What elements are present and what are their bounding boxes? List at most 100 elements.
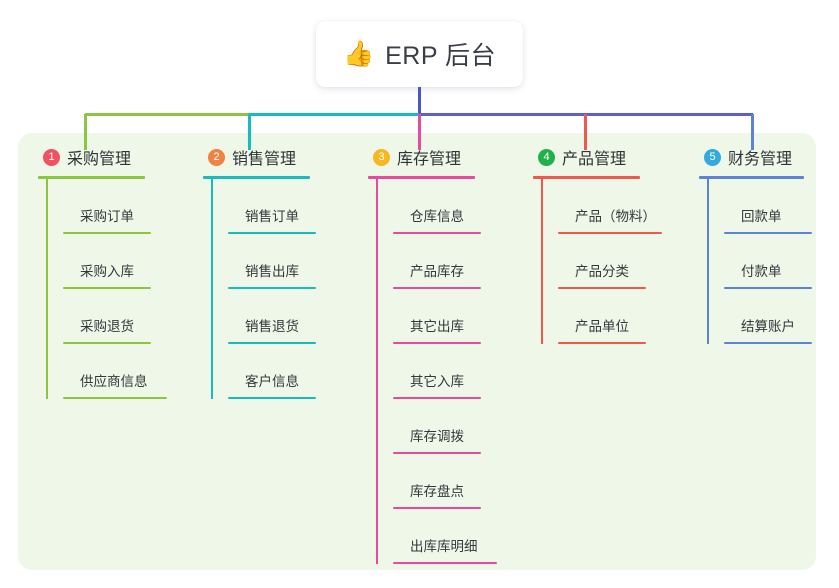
branch-item[interactable]: 出库库明细 (385, 509, 528, 564)
branch-number-badge: 2 (208, 148, 225, 166)
branch-item[interactable]: 产品库存 (385, 234, 528, 289)
branch-header-rule (699, 176, 804, 179)
branches-panel (18, 133, 816, 570)
branch-number-badge: 5 (704, 148, 721, 166)
branch-spine (211, 179, 213, 399)
branch-item-rule (228, 342, 316, 344)
branch-item-rule (63, 342, 151, 344)
branch-column-2: 2 销售管理销售订单销售出库销售退货客户信息 (203, 145, 363, 399)
branch-title: 产品管理 (562, 151, 627, 168)
branch-item-rule (558, 287, 646, 289)
branch-item-label: 采购入库 (80, 264, 134, 279)
branch-spine (707, 179, 709, 344)
branch-item-rule (724, 287, 812, 289)
branch-column-3: 3 库存管理仓库信息产品库存其它出库其它入库库存调拨库存盘点出库库明细 (368, 145, 528, 564)
branch-spine (541, 179, 543, 344)
branch-item[interactable]: 供应商信息 (55, 344, 198, 399)
branch-spine (46, 179, 48, 399)
branch-item-rule (393, 342, 481, 344)
branch-item-label: 销售订单 (245, 209, 299, 224)
root-node[interactable]: 👍 ERP 后台 (316, 21, 523, 87)
branch-item-label: 采购订单 (80, 209, 134, 224)
branch-item[interactable]: 结算账户 (716, 289, 839, 344)
branch-item-label: 回款单 (741, 209, 782, 224)
branch-item-label: 采购退货 (80, 319, 134, 334)
branch-item[interactable]: 产品（物料） (550, 179, 693, 234)
branch-item[interactable]: 销售退货 (220, 289, 363, 344)
branch-item-rule (63, 232, 151, 234)
branch-item[interactable]: 采购入库 (55, 234, 198, 289)
branch-item-rule (724, 342, 812, 344)
branch-number-badge: 3 (373, 148, 390, 166)
branch-item-label: 产品单位 (575, 319, 629, 334)
branch-item-label: 产品分类 (575, 264, 629, 279)
branch-item-rule (393, 562, 497, 564)
branch-column-1: 1 采购管理采购订单采购入库采购退货供应商信息 (38, 145, 198, 399)
branch-header-3[interactable]: 3 库存管理 (368, 145, 528, 169)
branch-title: 销售管理 (232, 151, 297, 168)
branch-item-rule (63, 397, 167, 399)
branch-item-label: 产品（物料） (575, 209, 656, 224)
branch-item-label: 仓库信息 (410, 209, 464, 224)
branch-item[interactable]: 仓库信息 (385, 179, 528, 234)
branch-item-label: 销售出库 (245, 264, 299, 279)
branch-item-label: 供应商信息 (80, 374, 148, 389)
branch-item-rule (393, 507, 481, 509)
branch-header-2[interactable]: 2 销售管理 (203, 145, 363, 169)
branch-items: 销售订单销售出库销售退货客户信息 (203, 179, 363, 399)
branch-spine (376, 179, 378, 564)
thumbs-up-icon: 👍 (342, 39, 375, 68)
branch-item-label: 库存盘点 (410, 484, 464, 499)
root-node-label: ERP 后台 (385, 42, 497, 70)
branch-item[interactable]: 采购退货 (55, 289, 198, 344)
branch-title: 采购管理 (67, 151, 132, 168)
branch-item[interactable]: 销售订单 (220, 179, 363, 234)
branch-header-rule (533, 176, 640, 179)
branch-item[interactable]: 其它入库 (385, 344, 528, 399)
branch-item[interactable]: 其它出库 (385, 289, 528, 344)
branch-item[interactable]: 销售出库 (220, 234, 363, 289)
branch-header-1[interactable]: 1 采购管理 (38, 145, 198, 169)
branch-header-rule (203, 176, 310, 179)
branch-item-label: 结算账户 (741, 319, 795, 334)
branch-item-rule (63, 287, 151, 289)
branch-item[interactable]: 回款单 (716, 179, 839, 234)
branch-title: 库存管理 (397, 151, 462, 168)
branch-item-label: 其它入库 (410, 374, 464, 389)
branch-item-label: 客户信息 (245, 374, 299, 389)
branch-item-label: 销售退货 (245, 319, 299, 334)
branch-item-label: 库存调拨 (410, 429, 464, 444)
branch-item-rule (393, 232, 481, 234)
branch-item-rule (393, 287, 481, 289)
branch-item-label: 出库库明细 (410, 539, 478, 554)
branch-item-rule (228, 397, 316, 399)
branch-item-label: 产品库存 (410, 264, 464, 279)
branch-header-4[interactable]: 4 产品管理 (533, 145, 693, 169)
branch-item[interactable]: 产品分类 (550, 234, 693, 289)
branch-number-badge: 4 (538, 148, 555, 166)
branch-number-badge: 1 (43, 148, 60, 166)
branch-item-rule (724, 232, 812, 234)
branch-item[interactable]: 采购订单 (55, 179, 198, 234)
branch-item[interactable]: 产品单位 (550, 289, 693, 344)
branch-items: 采购订单采购入库采购退货供应商信息 (38, 179, 198, 399)
branch-item[interactable]: 客户信息 (220, 344, 363, 399)
branch-item-label: 其它出库 (410, 319, 464, 334)
branch-item-rule (558, 342, 646, 344)
branch-item-rule (393, 452, 481, 454)
branch-item-rule (393, 397, 481, 399)
branch-item-label: 付款单 (741, 264, 782, 279)
branch-item[interactable]: 库存调拨 (385, 399, 528, 454)
branch-header-rule (368, 176, 475, 179)
branch-item[interactable]: 库存盘点 (385, 454, 528, 509)
branch-item-rule (558, 232, 662, 234)
branch-item[interactable]: 付款单 (716, 234, 839, 289)
branch-column-4: 4 产品管理产品（物料） 产品分类产品单位 (533, 145, 693, 344)
branch-item-rule (228, 287, 316, 289)
branch-items: 仓库信息产品库存其它出库其它入库库存调拨库存盘点出库库明细 (368, 179, 528, 564)
branch-item-rule (228, 232, 316, 234)
branch-items: 回款单付款单结算账户 (699, 179, 839, 344)
